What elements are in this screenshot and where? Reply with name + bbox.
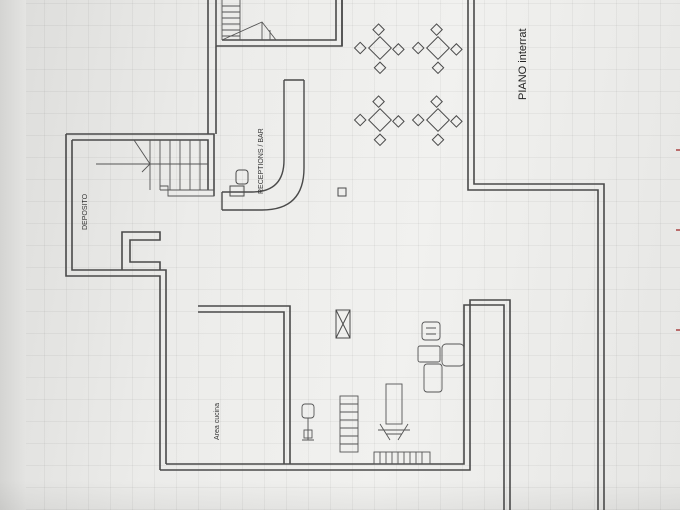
kitchen-wall-inner: [198, 311, 285, 464]
column-box: [335, 309, 351, 339]
gym-equipment-icon: [301, 321, 465, 465]
outer-wall-bottom-inner: [166, 304, 505, 510]
deposito-label: DEPOSITO: [82, 193, 89, 230]
kitchen-wall: [198, 305, 291, 464]
small-column: [337, 187, 347, 197]
deposito-wall-inner: [71, 140, 167, 464]
deposito-top-wall-inner: [72, 139, 209, 190]
outer-wall-right-top: [467, 0, 599, 510]
outer-wall-bottom: [160, 299, 511, 510]
piano-label: PIANO interrat: [517, 28, 529, 100]
edge-marks: [676, 149, 680, 331]
outer-wall-right-top-inner: [473, 0, 605, 510]
stair-landing-wall-inner: [222, 0, 337, 41]
staircase-left-icon: [96, 139, 215, 197]
reception-label: RECEPTIONS / BAR: [258, 128, 265, 194]
staircase-top-icon: [215, 0, 277, 46]
stair-landing-wall: [216, 0, 343, 47]
reception-counter: [221, 79, 305, 211]
paper-edge: [0, 0, 26, 510]
deposito-wall: [65, 134, 161, 470]
cucina-label: Area cucina: [214, 403, 221, 440]
paper-shadow: [0, 480, 680, 510]
table-set-icon: [353, 23, 463, 147]
niche-wall: [121, 231, 161, 270]
deposito-top-wall: [66, 133, 215, 196]
